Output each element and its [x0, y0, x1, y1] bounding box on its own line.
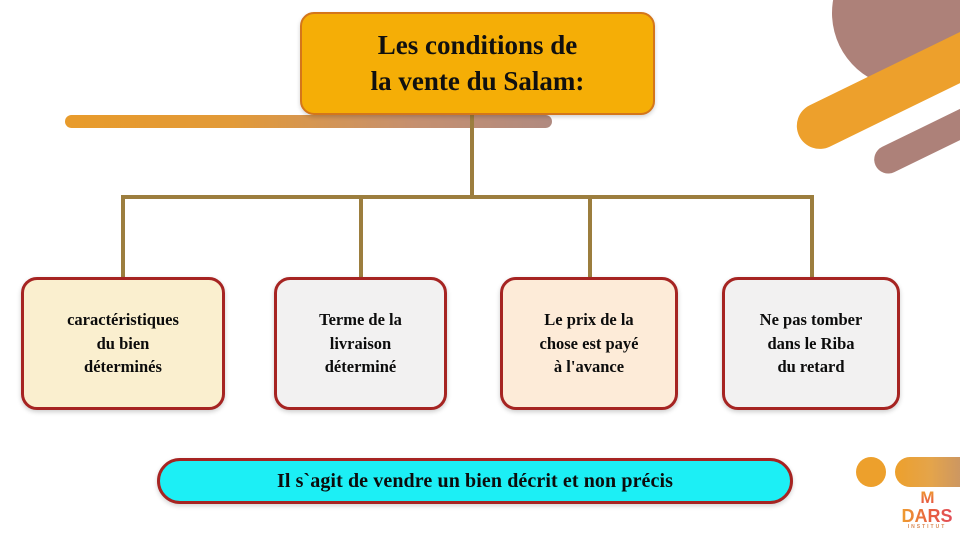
- diagram-title-box: Les conditions de la vente du Salam:: [300, 12, 655, 115]
- decorative-orange-pill: [895, 457, 960, 487]
- decorative-orange-dot: [856, 457, 886, 487]
- condition-box-4: Ne pas tomber dans le Riba du retard: [722, 277, 900, 410]
- connector-drop-4: [810, 195, 814, 277]
- condition-box-2: Terme de la livraison déterminé: [274, 277, 447, 410]
- dars-institut-logo: М DARS INSTITUT: [898, 489, 956, 537]
- connector-drop-2: [359, 195, 363, 277]
- condition-box-1: caractéristiques du bien déterminés: [21, 277, 225, 410]
- logo-name-text: DARS: [898, 507, 956, 525]
- footer-banner-text: Il s`agit de vendre un bien décrit et no…: [276, 469, 674, 492]
- logo-subtitle-text: INSTITUT: [907, 524, 947, 530]
- title-underline-bar: [65, 115, 552, 128]
- diagram-title-text: Les conditions de la vente du Salam:: [370, 29, 585, 96]
- condition-label-4: Ne pas tomber dans le Riba du retard: [759, 310, 863, 377]
- condition-label-3: Le prix de la chose est payé à l'avance: [539, 310, 639, 377]
- connector-horizontal-rail: [121, 195, 814, 199]
- logo-mark-icon: М: [898, 489, 956, 507]
- condition-label-1: caractéristiques du bien déterminés: [67, 310, 179, 377]
- connector-drop-1: [121, 195, 125, 277]
- condition-box-3: Le prix de la chose est payé à l'avance: [500, 277, 678, 410]
- footer-banner: Il s`agit de vendre un bien décrit et no…: [157, 458, 793, 504]
- connector-drop-3: [588, 195, 592, 277]
- condition-label-2: Terme de la livraison déterminé: [319, 310, 402, 377]
- connector-trunk: [470, 112, 474, 199]
